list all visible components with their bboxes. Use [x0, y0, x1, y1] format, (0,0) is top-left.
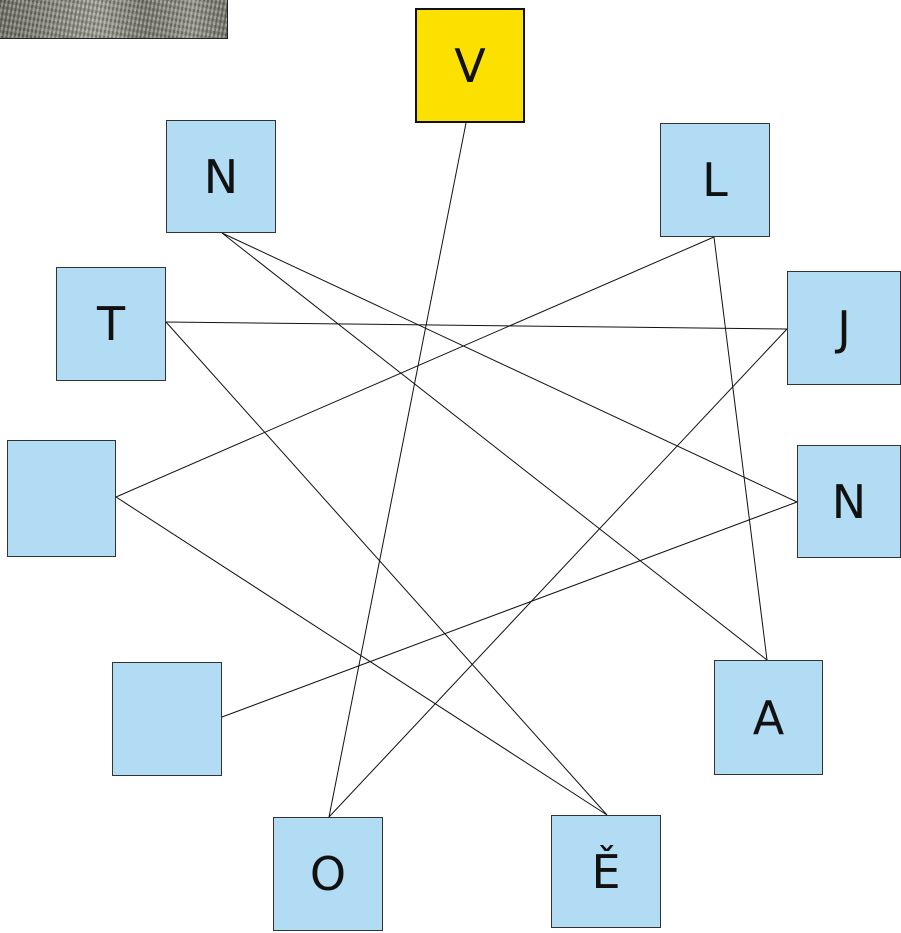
photo-thumbnail: [0, 0, 228, 39]
connection-v-o: [328, 122, 467, 818]
connection-t-e: [165, 321, 608, 816]
letter-box-n-left: N: [166, 120, 276, 233]
connection-n-right-blank-lower: [221, 501, 798, 718]
letter-box-v: V: [415, 8, 525, 123]
connection-j-o: [328, 328, 788, 818]
letter-box-t: T: [56, 267, 166, 381]
letter-box-a: A: [714, 660, 823, 775]
letter-box-n-right: N: [797, 445, 901, 558]
connection-t-j: [165, 321, 788, 330]
connection-l-blank-left: [115, 236, 715, 498]
connection-n-left-a: [221, 232, 768, 661]
connection-blank-left-e: [115, 496, 608, 816]
letter-box-l: L: [660, 123, 770, 237]
connection-l-a: [713, 236, 768, 661]
connection-n-left-n-right: [221, 232, 798, 503]
letter-box-e-caron: Ě: [551, 815, 661, 928]
letter-box-blank-lower: [112, 662, 222, 776]
letter-box-o: O: [273, 817, 383, 931]
letter-box-j: J: [787, 271, 901, 385]
letter-box-blank-left: [7, 440, 116, 557]
